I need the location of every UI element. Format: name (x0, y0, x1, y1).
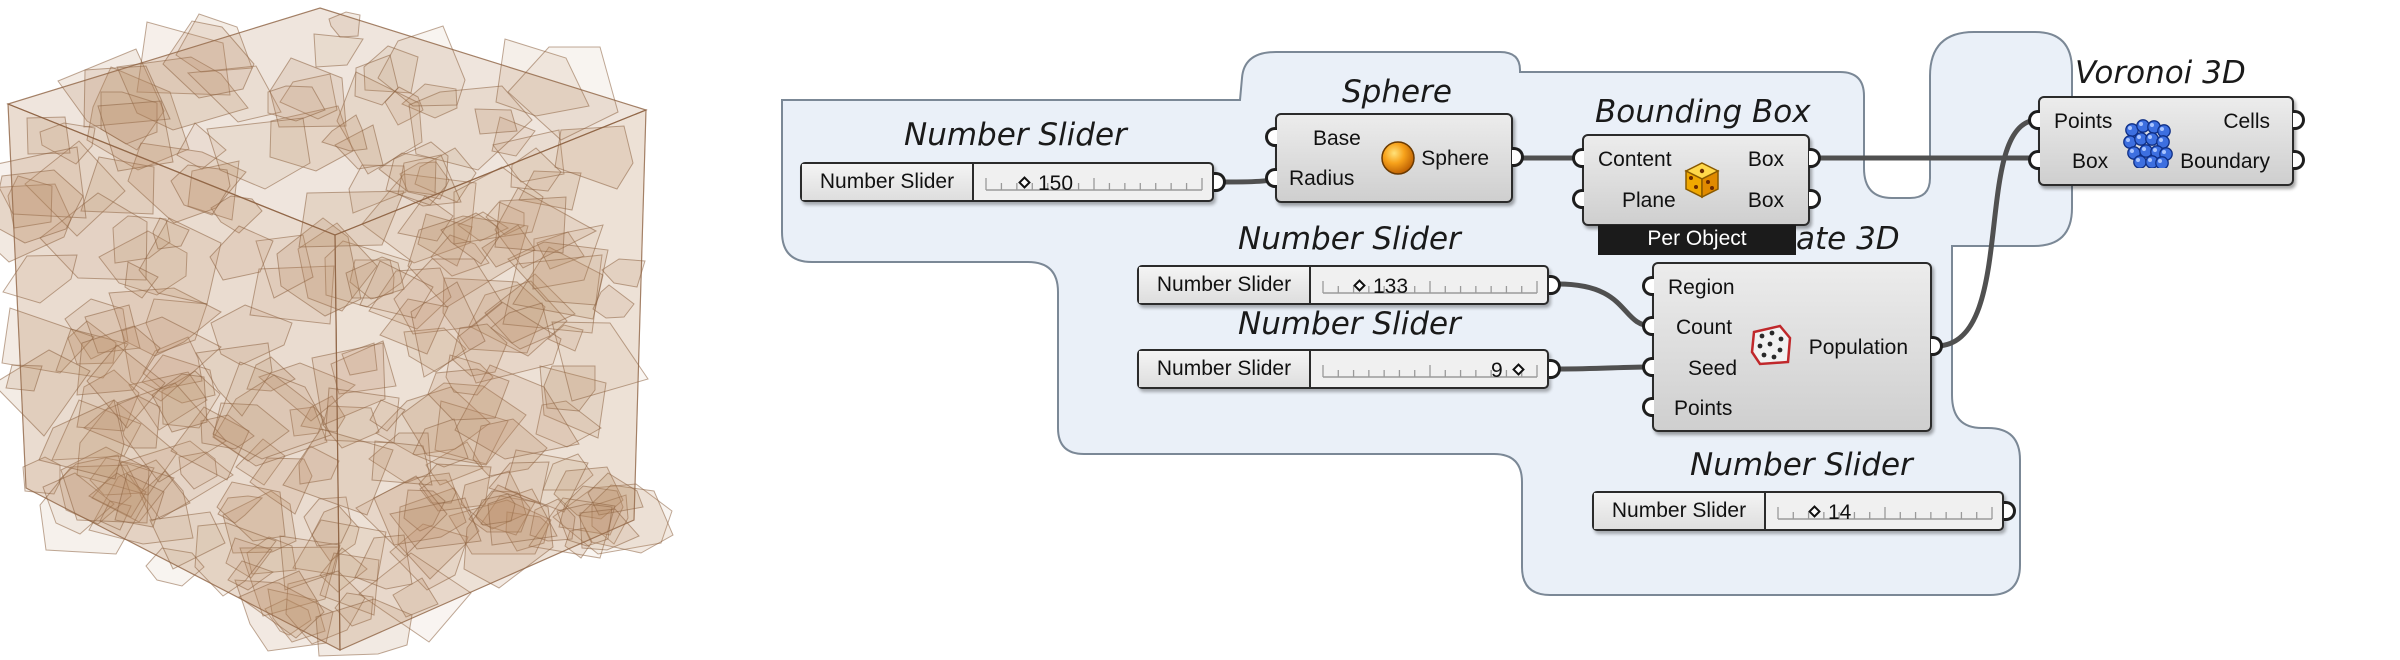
slider-count-ticks (1322, 281, 1538, 294)
slider-bottom-name: Number Slider (1594, 493, 1766, 529)
voronoi-output-boundary-label: Boundary (2180, 150, 2270, 173)
slider-count-output[interactable] (1549, 275, 1561, 295)
sphere-title: Sphere (1342, 74, 1452, 110)
populate-input-region-label: Region (1668, 276, 1735, 299)
slider-bottom[interactable]: Number Slider 14 (1592, 491, 2004, 531)
voronoi-cube-edges (6, 7, 648, 651)
bounding-box-per-object-flag: Per Object (1598, 225, 1796, 255)
slider-bottom-ticks (1777, 507, 1993, 520)
populate-output-population[interactable] (1931, 336, 1943, 356)
bounding-box-input-content-label: Content (1598, 148, 1672, 171)
voronoi-component[interactable]: Points Box Cells Boundary (2038, 96, 2294, 186)
sphere-output[interactable] (1512, 147, 1524, 167)
slider-radius-name: Number Slider (802, 164, 974, 200)
populate-component[interactable]: Region Count Seed Points Population (1652, 262, 1932, 432)
sphere-icon (1381, 141, 1415, 175)
bounding-box-output-box-2-label: Box (1747, 189, 1784, 212)
voronoi-input-points-label: Points (2054, 110, 2113, 133)
sphere-input-base-label: Base (1313, 127, 1361, 150)
voronoi-input-box-label: Box (2072, 150, 2109, 173)
slider-radius-value: 150 (1038, 172, 1074, 195)
slider-bottom-track[interactable]: 14 (1766, 493, 2006, 529)
bounding-box-input-plane-label: Plane (1622, 189, 1676, 212)
populate-input-count[interactable] (1642, 316, 1654, 336)
bounding-box-title: Bounding Box (1595, 94, 1811, 130)
slider-seed-title: Number Slider (1238, 306, 1461, 342)
slider-seed-output[interactable] (1549, 359, 1561, 379)
slider-count-track[interactable]: 133 (1311, 267, 1551, 303)
sphere-output-label: Sphere (1421, 147, 1489, 170)
voronoi-cell-faces (0, 11, 674, 657)
sphere-input-base[interactable] (1265, 127, 1277, 147)
slider-radius-track[interactable]: 150 (974, 164, 1216, 200)
bounding-box-component[interactable]: Content Plane Box Box (1582, 134, 1810, 226)
populate-title: ate 3D (1796, 221, 1900, 257)
voronoi-output-boundary[interactable] (2293, 150, 2305, 170)
bounding-box-input-content[interactable] (1572, 148, 1584, 168)
populate-output-population-label: Population (1808, 336, 1908, 359)
populate-input-region[interactable] (1642, 276, 1654, 296)
grasshopper-canvas[interactable]: Number Slider Number Slider 150 Sphere B… (720, 0, 2400, 660)
voronoi-output-cells[interactable] (2293, 110, 2305, 130)
dice-box-icon (1684, 162, 1720, 199)
bounding-box-output-box-2[interactable] (1809, 189, 1821, 209)
slider-radius-title: Number Slider (904, 117, 1127, 153)
bounding-box-input-plane[interactable] (1572, 189, 1584, 209)
slider-seed-name: Number Slider (1139, 351, 1311, 387)
bounding-box-output-box-1-label: Box (1747, 148, 1784, 171)
populate-input-count-label: Count (1676, 316, 1733, 339)
slider-count[interactable]: Number Slider 133 (1137, 265, 1549, 305)
slider-count-name: Number Slider (1139, 267, 1311, 303)
slider-radius-ticks (985, 178, 1203, 191)
voronoi-input-box[interactable] (2028, 150, 2040, 170)
slider-bottom-title: Number Slider (1690, 447, 1913, 483)
slider-radius-output[interactable] (1214, 172, 1226, 192)
sphere-component[interactable]: Base Radius Sphere (1275, 113, 1513, 203)
wire-slider-count-to-populate (1555, 281, 1655, 329)
voronoi-input-points[interactable] (2028, 110, 2040, 130)
slider-seed-value: 9 (1491, 359, 1503, 382)
voronoi-cells-icon (2123, 119, 2173, 168)
populate-input-seed[interactable] (1642, 357, 1654, 377)
sphere-input-radius-label: Radius (1289, 167, 1355, 190)
slider-seed[interactable]: Number Slider 9 (1137, 349, 1549, 389)
populate-input-points-label: Points (1674, 397, 1733, 420)
voronoi-output-cells-label: Cells (2223, 110, 2270, 133)
voronoi-title: Voronoi 3D (2075, 55, 2246, 91)
slider-bottom-output[interactable] (2004, 501, 2016, 521)
wire-slider-seed-to-populate (1555, 364, 1655, 372)
slider-seed-track[interactable]: 9 (1311, 351, 1551, 387)
slider-radius[interactable]: Number Slider 150 (800, 162, 1214, 202)
populate-input-seed-label: Seed (1688, 357, 1738, 380)
populate-dice-icon (1750, 324, 1792, 366)
wire-population-to-voronoi-points (1933, 117, 2041, 349)
slider-bottom-value: 14 (1828, 501, 1852, 524)
slider-count-title: Number Slider (1238, 221, 1461, 257)
voronoi-3d-render (0, 7, 674, 657)
populate-input-points[interactable] (1642, 397, 1654, 417)
sphere-input-radius[interactable] (1265, 168, 1277, 188)
slider-seed-ticks (1322, 365, 1538, 378)
slider-count-value: 133 (1373, 275, 1409, 298)
bounding-box-output-box-1[interactable] (1809, 148, 1821, 168)
